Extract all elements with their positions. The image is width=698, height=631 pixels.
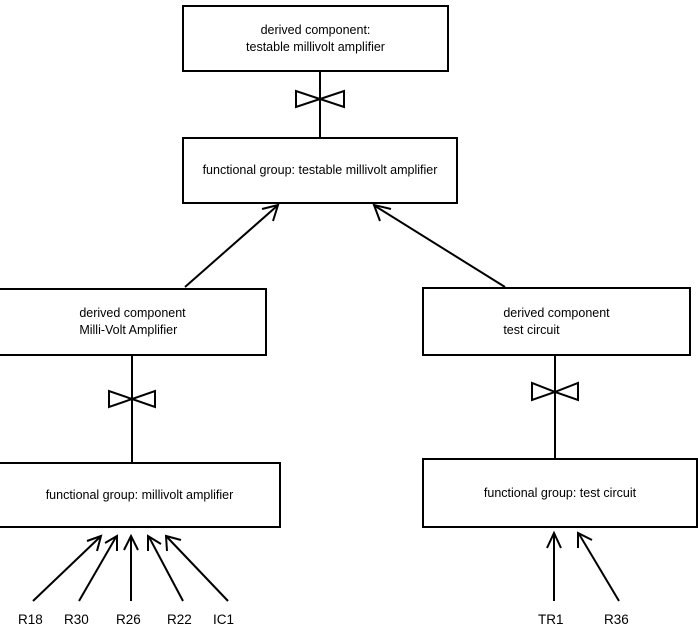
node-label: functional group: test circuit — [483, 485, 637, 500]
derived-component-testable-millivolt-amplifier[interactable]: derived component: testable millivolt am… — [182, 5, 449, 72]
arrowhead-leaf-r18 — [86, 534, 103, 552]
functional-group-testable-millivolt-amplifier[interactable]: functional group: testable millivolt amp… — [182, 137, 458, 204]
arrowhead-leaf-tr1 — [546, 530, 562, 549]
bowtie-icon-top — [295, 89, 345, 109]
arrowhead-leaf-r26 — [123, 533, 139, 551]
leaf-label-r26: R26 — [116, 612, 141, 627]
arrowhead-leaf-ic1 — [164, 534, 182, 552]
leaf-label-r36: R36 — [604, 612, 629, 627]
node-label: derived component: testable millivolt am… — [246, 22, 385, 54]
leaf-label-r22: R22 — [167, 612, 192, 627]
connector-generalization-right — [374, 205, 506, 288]
arrowhead-generalization-right — [372, 203, 392, 222]
leaf-label-tr1: TR1 — [538, 612, 564, 627]
connector-leaf-r36 — [578, 533, 620, 602]
functional-group-millivolt-amplifier[interactable]: functional group: millivolt amplifier — [0, 462, 281, 528]
node-label: functional group: millivolt amplifier — [45, 487, 234, 502]
arrowhead-leaf-r30 — [104, 534, 118, 551]
node-label: derived component Milli-Volt Amplifier — [79, 306, 186, 337]
connector-leaf-r22 — [148, 536, 184, 602]
bowtie-icon-left — [108, 389, 156, 409]
arrowhead-leaf-r36 — [577, 531, 593, 548]
functional-group-test-circuit[interactable]: functional group: test circuit — [422, 458, 698, 528]
bowtie-icon-right — [531, 381, 579, 402]
leaf-label-ic1: IC1 — [213, 612, 235, 627]
connector-leaf-r18 — [32, 536, 101, 602]
connector-leaf-r30 — [78, 536, 117, 602]
arrowhead-generalization-left — [261, 203, 280, 222]
arrowhead-leaf-r22 — [147, 534, 162, 551]
derived-component-milli-volt-amplifier[interactable]: derived component Milli-Volt Amplifier — [0, 288, 267, 356]
connector-leaf-ic1 — [166, 536, 229, 602]
leaf-label-r30: R30 — [64, 612, 89, 627]
node-label: derived component test circuit — [503, 305, 610, 337]
derived-component-test-circuit[interactable]: derived component test circuit — [422, 287, 691, 356]
leaf-label-r18: R18 — [18, 612, 43, 627]
node-label: functional group: testable millivolt amp… — [202, 163, 438, 177]
connector-generalization-left — [184, 205, 278, 288]
